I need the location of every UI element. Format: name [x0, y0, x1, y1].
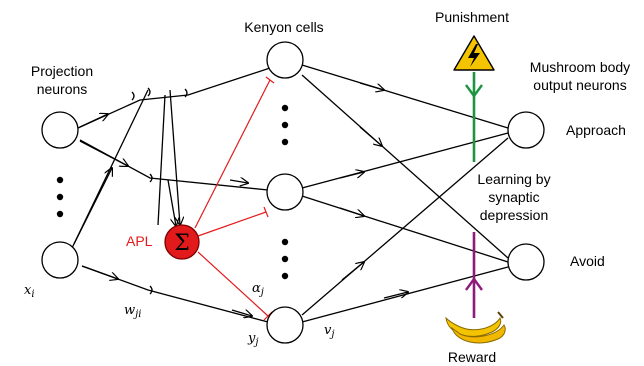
kenyon-cell-2	[266, 173, 304, 211]
arrow	[79, 140, 128, 166]
lightning-warning-sign-icon	[453, 35, 495, 71]
apl-to-kc1	[194, 79, 271, 229]
arrow	[229, 180, 248, 183]
sigma-symbol: Σ	[174, 231, 190, 256]
ellipsis-dot	[281, 272, 289, 280]
apl-neuron: Σ	[164, 224, 200, 260]
apl-to-kc2	[197, 211, 267, 237]
projection-neuron-2	[41, 241, 79, 279]
connection-to-apl	[157, 94, 166, 226]
arrow	[383, 292, 408, 299]
projection-neurons-label-line2: neurons	[37, 81, 88, 97]
ellipsis-dot	[281, 238, 289, 246]
alpha-j-label: αj	[252, 281, 264, 298]
connection-kc3-avoid	[301, 266, 509, 323]
connection-kc1-avoid	[301, 74, 509, 259]
projection-neuron-1	[41, 111, 79, 149]
arrow	[339, 172, 364, 179]
arrow	[79, 114, 108, 128]
arrow	[341, 262, 364, 281]
learning-label-line2: synaptic	[488, 189, 539, 205]
text-labels: Projection neurons Kenyon cells Punishme…	[24, 9, 630, 365]
w-ji-label: wji	[124, 303, 141, 320]
y-j-label: yj	[247, 331, 258, 348]
synapse-mark	[149, 285, 153, 295]
mbon-neurons	[507, 111, 545, 281]
connection-pn2-kc3	[81, 265, 269, 323]
apl-inhibitory-connections	[194, 76, 275, 321]
punishment-arrowhead	[465, 84, 483, 99]
ellipsis-dot	[56, 210, 64, 218]
x-i-label: xi	[24, 283, 35, 300]
pn-to-apl-connections	[157, 89, 180, 226]
arrow	[359, 126, 382, 146]
v-j-label: vj	[324, 323, 334, 340]
punishment-label: Punishment	[435, 9, 509, 25]
connection-to-apl	[169, 89, 180, 225]
connection-pn1-kc1	[77, 67, 271, 129]
connection-kc3-approach	[301, 137, 509, 316]
avoid-label: Avoid	[570, 253, 605, 269]
banana-icon	[445, 311, 506, 344]
synapse-mark	[184, 88, 188, 98]
apl-label: APL	[126, 233, 153, 249]
arrow	[81, 265, 118, 279]
synapse-mark	[147, 87, 151, 97]
approach-label: Approach	[566, 122, 626, 138]
inhibition-bar	[263, 206, 269, 218]
arrow	[231, 310, 252, 316]
pn-to-kc-connections	[71, 67, 271, 323]
synapse-mark	[149, 173, 153, 183]
kenyon-cells	[266, 41, 304, 344]
kenyon-cell-1	[266, 41, 304, 79]
connection-kc2-avoid	[301, 195, 509, 263]
ellipsis-dot	[281, 104, 289, 112]
apl-circle	[164, 224, 200, 260]
projection-neurons	[41, 111, 79, 279]
kenyon-cells-label: Kenyon cells	[244, 19, 323, 35]
kenyon-cell-3	[266, 306, 304, 344]
reward-label: Reward	[448, 349, 496, 365]
arrow	[359, 82, 384, 90]
modulatory-lines	[465, 72, 483, 318]
ellipsis-dot	[281, 255, 289, 263]
inhibition-bar	[265, 76, 275, 84]
mbon-label-line2: output neurons	[533, 77, 626, 93]
learning-label-line1: Learning by	[477, 171, 550, 187]
mbon-label-line1: Mushroom body	[530, 59, 630, 75]
synapse-mark	[131, 91, 135, 101]
mbon-approach-neuron	[507, 111, 545, 149]
arrow	[73, 168, 112, 245]
learning-label-line3: depression	[480, 207, 549, 223]
ellipsis-dot	[56, 176, 64, 184]
arrow	[339, 207, 364, 216]
ellipsis-dot	[281, 121, 289, 129]
apl-to-kc3	[197, 251, 269, 317]
mbon-avoid-neuron	[507, 243, 545, 281]
reward-arrowhead	[465, 276, 483, 291]
projection-neurons-label-line1: Projection	[31, 63, 93, 79]
ellipsis-dot	[56, 193, 64, 201]
connection-to-apl	[167, 179, 176, 226]
ellipsis-dot	[281, 138, 289, 146]
connection-kc1-approach	[301, 64, 509, 129]
